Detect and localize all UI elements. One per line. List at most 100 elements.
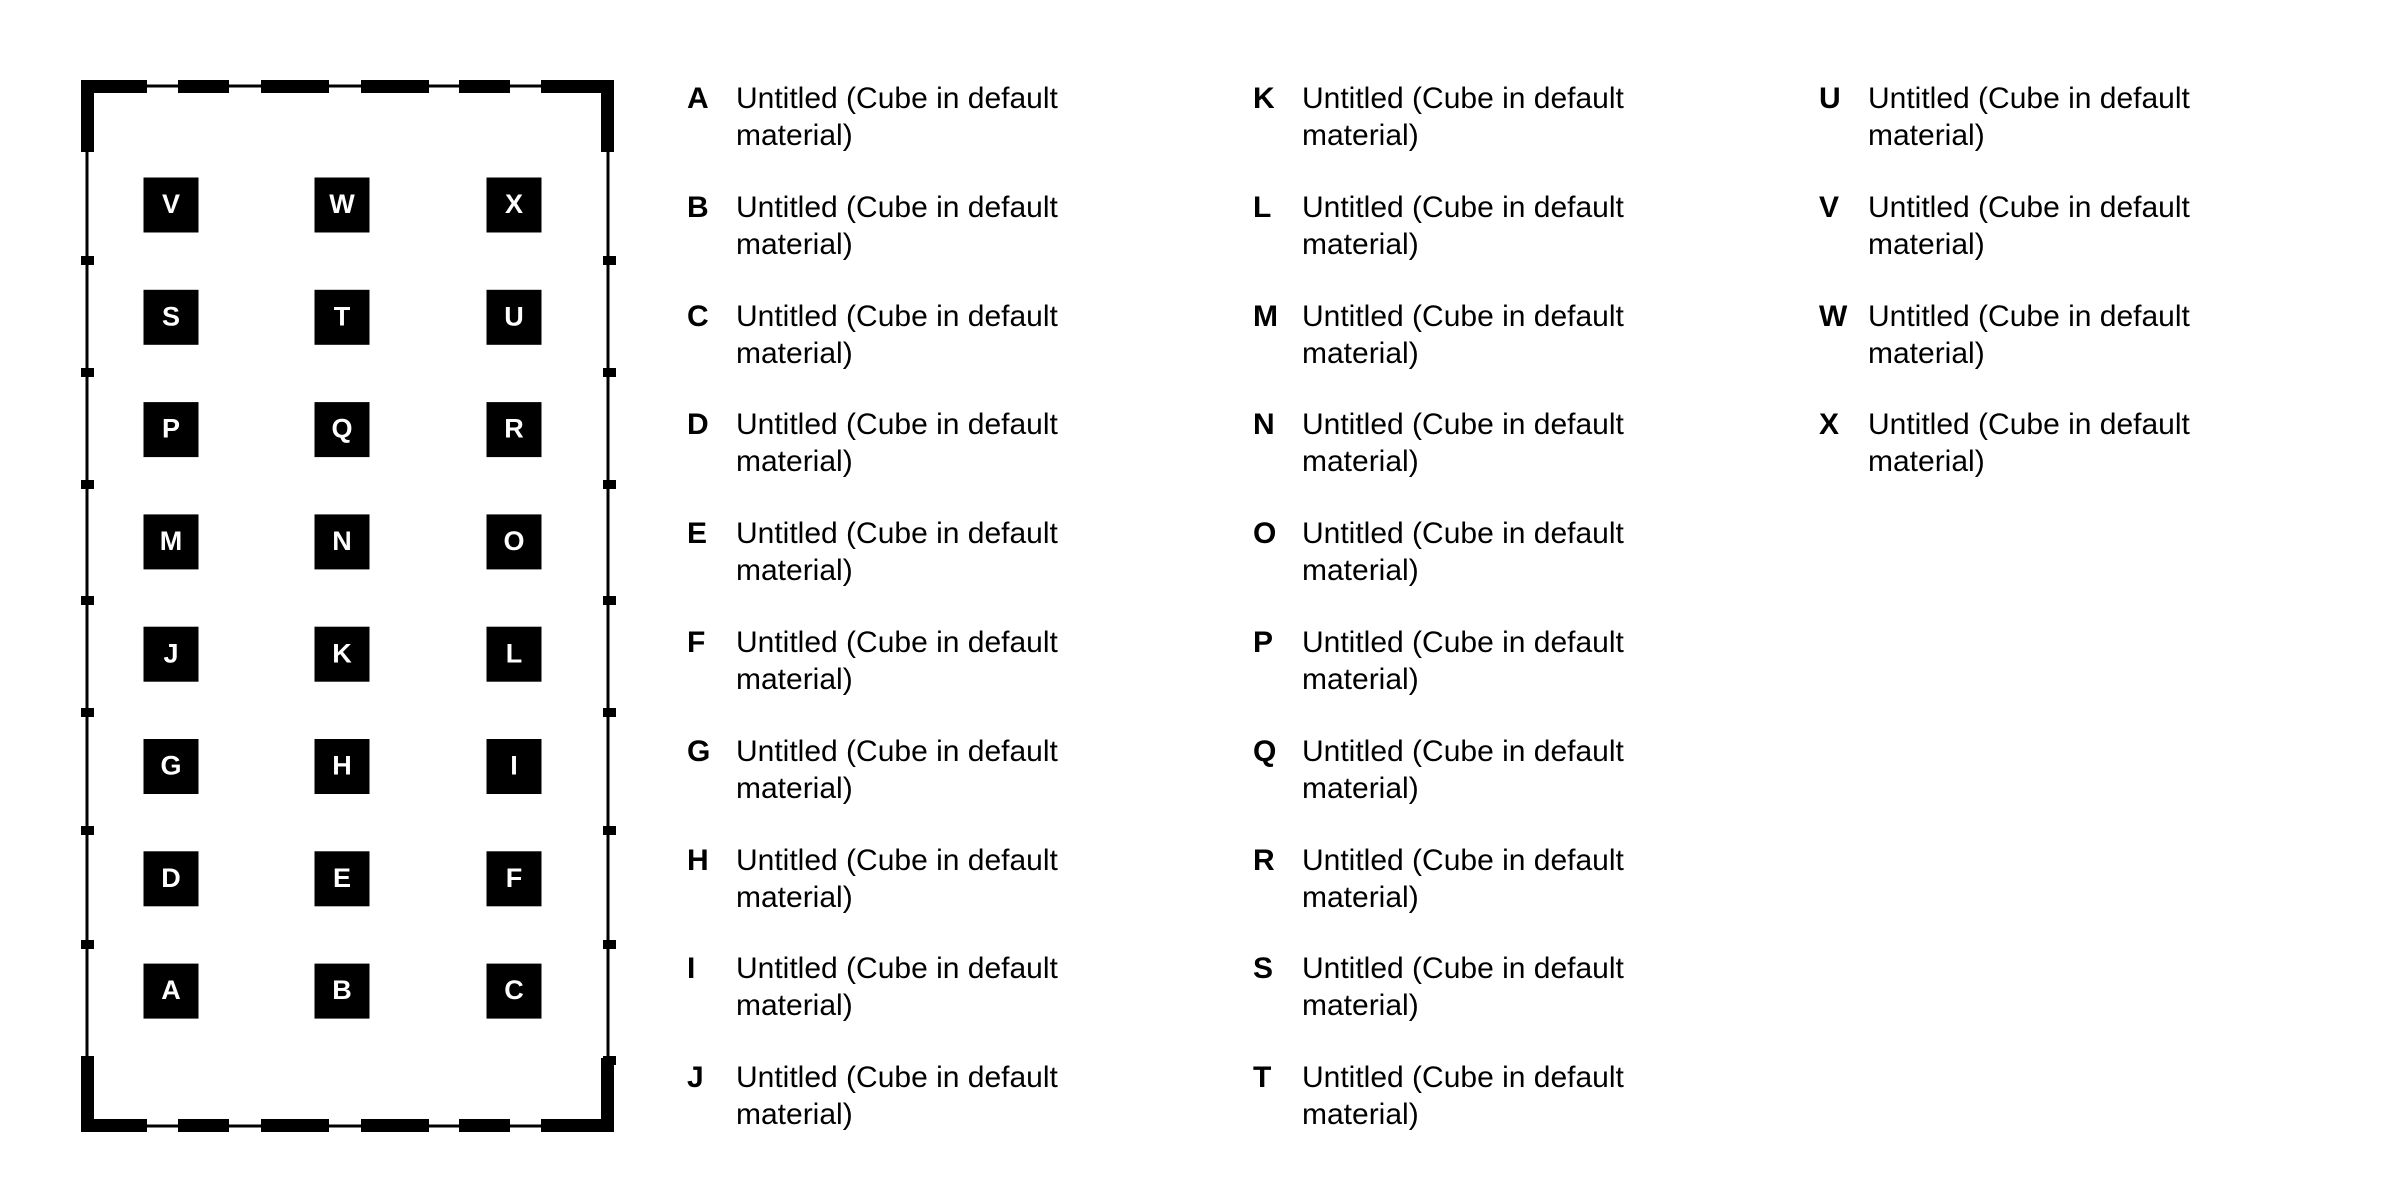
legend-description: Untitled (Cube in default material) xyxy=(1868,299,2190,370)
marker-box xyxy=(314,739,370,794)
legend-letter: F xyxy=(687,626,706,659)
legend-description: Untitled (Cube in default material) xyxy=(1302,408,1624,479)
wall-tick xyxy=(603,368,616,377)
corner-post xyxy=(81,1058,94,1132)
legend-letter: B xyxy=(687,190,709,224)
object-marker: K xyxy=(314,626,370,682)
legend-letter: O xyxy=(1253,517,1277,551)
marker-label: R xyxy=(504,414,524,444)
legend-description: Untitled (Cube in default material) xyxy=(1302,190,1624,261)
legend-description: Untitled (Cube in default material) xyxy=(1302,626,1624,696)
object-marker: A xyxy=(143,963,199,1019)
wall-tick xyxy=(603,940,616,949)
marker-box xyxy=(314,963,370,1019)
marker-box xyxy=(486,514,542,570)
wall-tick xyxy=(81,1056,94,1065)
legend-letter: I xyxy=(687,952,696,986)
corner-post xyxy=(601,80,614,152)
marker-box xyxy=(486,289,542,345)
object-marker: J xyxy=(143,626,199,682)
object-marker: G xyxy=(143,739,199,794)
wall-segment xyxy=(261,1119,329,1132)
object-marker: C xyxy=(486,963,542,1019)
object-marker: E xyxy=(314,851,370,907)
legend-letter: R xyxy=(1253,843,1275,877)
legend-description: Untitled (Cube in default material) xyxy=(1302,299,1624,370)
legend-description: Untitled (Cube in default material) xyxy=(736,734,1058,805)
object-marker: D xyxy=(143,851,199,907)
legend-letter: M xyxy=(1253,299,1278,333)
wall-tick xyxy=(81,940,94,949)
marker-box xyxy=(143,851,199,907)
object-marker: M xyxy=(143,514,199,570)
marker-box xyxy=(314,514,370,570)
legend-description: Untitled (Cube in default material) xyxy=(736,843,1058,914)
legend-letter: S xyxy=(1253,952,1274,986)
legend-item: C Untitled (Cube in default material) xyxy=(687,298,1207,394)
legend-letter: C xyxy=(687,299,709,333)
legend-description: Untitled (Cube in default material) xyxy=(1302,517,1624,588)
marker-label: P xyxy=(162,414,180,444)
legend-letter: Q xyxy=(1253,734,1277,768)
wall-tick xyxy=(81,826,94,835)
marker-label: N xyxy=(332,526,352,556)
wall-tick xyxy=(603,480,616,489)
marker-label: T xyxy=(334,301,351,331)
legend-letter: H xyxy=(687,843,709,877)
marker-label: E xyxy=(333,863,351,893)
object-marker: X xyxy=(486,177,542,233)
object-marker: H xyxy=(314,739,370,794)
wall-segment xyxy=(81,1119,147,1132)
legend-letter: T xyxy=(1253,1061,1272,1095)
wall-segment xyxy=(178,1119,229,1132)
legend-description: Untitled (Cube in default material) xyxy=(736,952,1058,1023)
marker-label: H xyxy=(332,751,352,781)
object-marker: Q xyxy=(314,402,370,458)
object-marker: I xyxy=(486,739,542,794)
wall-segment xyxy=(361,80,429,93)
wall-tick xyxy=(81,596,94,605)
marker-box xyxy=(314,626,370,682)
marker-box xyxy=(143,402,199,458)
object-marker: L xyxy=(486,626,542,682)
legend-letter: W xyxy=(1819,299,1848,333)
marker-box xyxy=(143,963,199,1019)
object-marker: U xyxy=(486,289,542,345)
legend-description: Untitled (Cube in default material) xyxy=(1868,82,2190,152)
marker-label: J xyxy=(163,638,178,668)
marker-label: C xyxy=(504,975,524,1005)
marker-label: U xyxy=(504,301,524,331)
marker-box xyxy=(486,626,542,682)
legend-description: Untitled (Cube in default material) xyxy=(1302,82,1624,152)
room-wall xyxy=(85,84,610,1128)
object-marker: T xyxy=(314,289,370,345)
legend-description: Untitled (Cube in default material) xyxy=(736,299,1058,370)
marker-box xyxy=(314,851,370,907)
legend-letter: K xyxy=(1253,82,1275,115)
marker-box xyxy=(143,177,199,233)
marker-box xyxy=(314,402,370,458)
legend-item: I Untitled (Cube in default material) xyxy=(687,950,1207,1046)
legend-letter: X xyxy=(1819,408,1840,442)
object-marker: O xyxy=(486,514,542,570)
marker-label: D xyxy=(161,863,181,893)
marker-label: V xyxy=(162,189,180,219)
marker-label: S xyxy=(162,301,180,331)
legend-description: Untitled (Cube in default material) xyxy=(736,82,1058,152)
marker-label: O xyxy=(503,526,524,556)
object-marker: V xyxy=(143,177,199,233)
